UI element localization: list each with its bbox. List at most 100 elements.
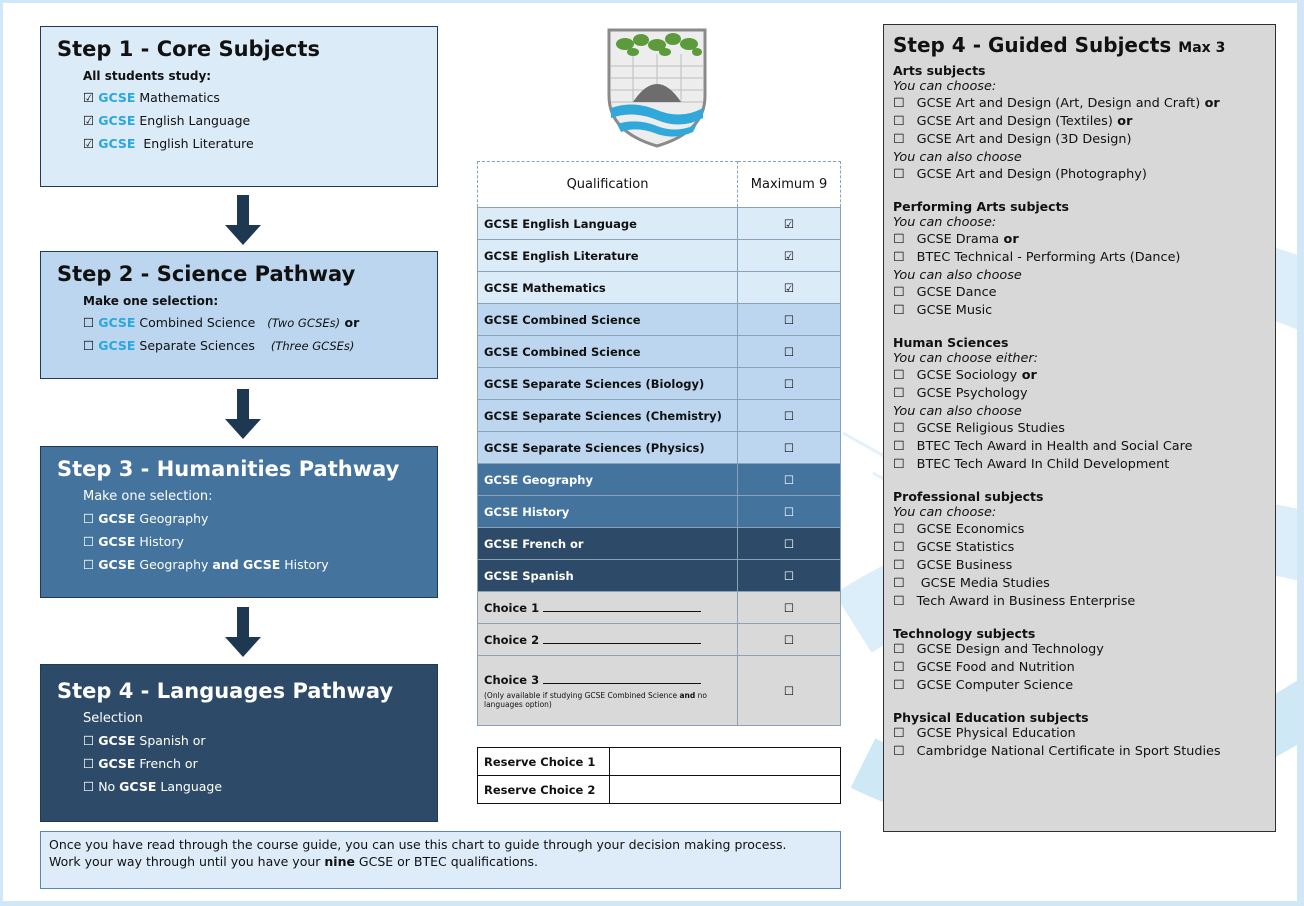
empty-box-icon[interactable]: ☐: [737, 431, 841, 464]
guided-option-text: ☐ GCSE Business: [893, 558, 1013, 573]
language-option-none[interactable]: ☐ No GCSE Language: [83, 779, 421, 794]
guided-option[interactable]: ☐ GCSE Food and Nutrition: [893, 659, 1266, 677]
humanities-option-both[interactable]: ☐ GCSE Geography and GCSE History: [83, 557, 421, 572]
guided-option[interactable]: ☐ GCSE Religious Studies: [893, 420, 1266, 438]
reserve-choice-2-label: Reserve Choice 2: [477, 775, 610, 804]
guided-option[interactable]: ☐ GCSE Design and Technology: [893, 641, 1266, 659]
guided-option-text: ☐ GCSE Food and Nutrition: [893, 660, 1075, 675]
subject-name: Combined Science: [135, 315, 256, 330]
empty-box-icon[interactable]: ☐: [737, 655, 841, 726]
science-option-combined[interactable]: ☐ GCSE Combined Science (Two GCSEs) or: [83, 315, 421, 330]
guided-option[interactable]: ☐ BTEC Tech Award in Health and Social C…: [893, 438, 1266, 456]
guided-section: Physical Education subjects☐ GCSE Physic…: [893, 710, 1266, 761]
choice-2-field[interactable]: Choice 2: [477, 623, 738, 656]
table-row: GCSE Spanish☐: [477, 559, 841, 592]
empty-box-icon[interactable]: ☐: [83, 511, 95, 526]
choice-1-field[interactable]: Choice 1: [477, 591, 738, 624]
table-row: Reserve Choice 2: [477, 775, 841, 804]
qualification-name: GCSE French or: [477, 527, 738, 560]
reserve-choice-2-input[interactable]: [609, 775, 841, 804]
empty-box-icon[interactable]: ☐: [737, 559, 841, 592]
table-row: GCSE Separate Sciences (Chemistry)☐: [477, 399, 841, 432]
instructions-note: Once you have read through the course gu…: [40, 831, 841, 889]
empty-box-icon[interactable]: ☐: [737, 623, 841, 656]
gcse-label: GCSE: [98, 136, 136, 151]
instructions-line-2: Work your way through until you have you…: [49, 853, 832, 870]
guided-option[interactable]: ☐ GCSE Statistics: [893, 539, 1266, 557]
guided-option[interactable]: ☐ GCSE Psychology: [893, 385, 1266, 403]
subject-name: English Language: [135, 113, 251, 128]
guided-option-text: ☐ GCSE Religious Studies: [893, 421, 1065, 436]
empty-box-icon[interactable]: ☐: [83, 779, 95, 794]
empty-box-icon[interactable]: ☐: [83, 534, 95, 549]
table-row: Reserve Choice 1: [477, 747, 841, 776]
guided-option-text: ☐ GCSE Art and Design (Textiles): [893, 114, 1113, 129]
guided-max-label: Max 3: [1178, 40, 1226, 56]
guided-option[interactable]: ☐ GCSE Economics: [893, 521, 1266, 539]
step3-subtitle: Make one selection:: [83, 489, 213, 504]
empty-box-icon[interactable]: ☐: [737, 335, 841, 368]
language-option-french[interactable]: ☐ GCSE French or: [83, 756, 421, 771]
empty-box-icon[interactable]: ☐: [737, 303, 841, 336]
empty-box-icon[interactable]: ☐: [83, 756, 95, 771]
choice-blank-line[interactable]: [543, 674, 702, 684]
table-row: GCSE History☐: [477, 495, 841, 528]
empty-box-icon[interactable]: ☐: [737, 495, 841, 528]
choice-blank-line[interactable]: [543, 634, 702, 644]
guided-section-heading: Human Sciences: [893, 335, 1009, 350]
qualification-name: GCSE Combined Science: [477, 335, 738, 368]
guided-option-text: ☐ GCSE Computer Science: [893, 678, 1074, 693]
guided-option[interactable]: ☐ BTEC Tech Award In Child Development: [893, 456, 1266, 474]
guided-intro: You can choose:: [893, 505, 997, 520]
guided-intro: You can also choose: [893, 404, 1022, 419]
step4-languages-subtitle: Selection: [83, 711, 143, 726]
table-row: GCSE Mathematics☑: [477, 271, 841, 304]
core-item-maths: ☑ GCSE Mathematics: [83, 90, 421, 105]
reserve-choice-1-input[interactable]: [609, 747, 841, 776]
reserve-choices-table: Reserve Choice 1 Reserve Choice 2: [477, 747, 841, 804]
empty-box-icon[interactable]: ☐: [737, 399, 841, 432]
guided-option-text: ☐ Cambridge National Certificate in Spor…: [893, 744, 1221, 759]
choice-blank-line[interactable]: [543, 602, 702, 612]
empty-box-icon[interactable]: ☐: [83, 557, 95, 572]
gcse-label: GCSE: [98, 511, 136, 526]
humanities-option-history[interactable]: ☐ GCSE History: [83, 534, 421, 549]
guided-option[interactable]: ☐ GCSE Media Studies: [893, 575, 1266, 593]
guided-option[interactable]: ☐ GCSE Dance: [893, 284, 1266, 302]
guided-option[interactable]: ☐ GCSE Computer Science: [893, 677, 1266, 695]
down-arrow-icon: [225, 195, 261, 245]
guided-option-text: ☐ BTEC Tech Award in Health and Social C…: [893, 439, 1193, 454]
guided-option[interactable]: ☐ GCSE Physical Education: [893, 725, 1266, 743]
subject-name: Geography: [135, 511, 209, 526]
and-label: and: [679, 690, 696, 700]
empty-box-icon[interactable]: ☐: [83, 338, 95, 353]
qualification-name: GCSE English Literature: [477, 239, 738, 272]
empty-box-icon[interactable]: ☐: [737, 367, 841, 400]
qualification-name: GCSE Separate Sciences (Biology): [477, 367, 738, 400]
guided-option[interactable]: ☐ GCSE Art and Design (3D Design): [893, 131, 1266, 149]
guided-title: Step 4 - Guided Subjects Max 3: [893, 33, 1266, 57]
gcse-label: GCSE: [98, 338, 136, 353]
empty-box-icon[interactable]: ☐: [737, 527, 841, 560]
checked-box-icon: ☑: [737, 239, 841, 272]
empty-box-icon[interactable]: ☐: [737, 463, 841, 496]
choice-3-field[interactable]: Choice 3(Only available if studying GCSE…: [477, 655, 738, 726]
guided-option[interactable]: ☐ GCSE Drama or: [893, 231, 1266, 249]
guided-option[interactable]: ☐ GCSE Music: [893, 302, 1266, 320]
guided-option[interactable]: ☐ Cambridge National Certificate in Spor…: [893, 743, 1266, 761]
down-arrow-icon: [225, 607, 261, 657]
empty-box-icon[interactable]: ☐: [737, 591, 841, 624]
empty-box-icon[interactable]: ☐: [83, 733, 95, 748]
guided-option[interactable]: ☐ Tech Award in Business Enterprise: [893, 593, 1266, 611]
empty-box-icon[interactable]: ☐: [83, 315, 95, 330]
guided-option[interactable]: ☐ BTEC Technical - Performing Arts (Danc…: [893, 249, 1266, 267]
guided-option[interactable]: ☐ GCSE Business: [893, 557, 1266, 575]
guided-option[interactable]: ☐ GCSE Art and Design (Textiles) or: [893, 113, 1266, 131]
guided-option[interactable]: ☐ GCSE Art and Design (Photography): [893, 166, 1266, 184]
science-option-separate[interactable]: ☐ GCSE Separate Sciences (Three GCSEs): [83, 338, 421, 353]
guided-option[interactable]: ☐ GCSE Sociology or: [893, 367, 1266, 385]
humanities-option-geography[interactable]: ☐ GCSE Geography: [83, 511, 421, 526]
guided-option[interactable]: ☐ GCSE Art and Design (Art, Design and C…: [893, 95, 1266, 113]
language-option-spanish[interactable]: ☐ GCSE Spanish or: [83, 733, 421, 748]
